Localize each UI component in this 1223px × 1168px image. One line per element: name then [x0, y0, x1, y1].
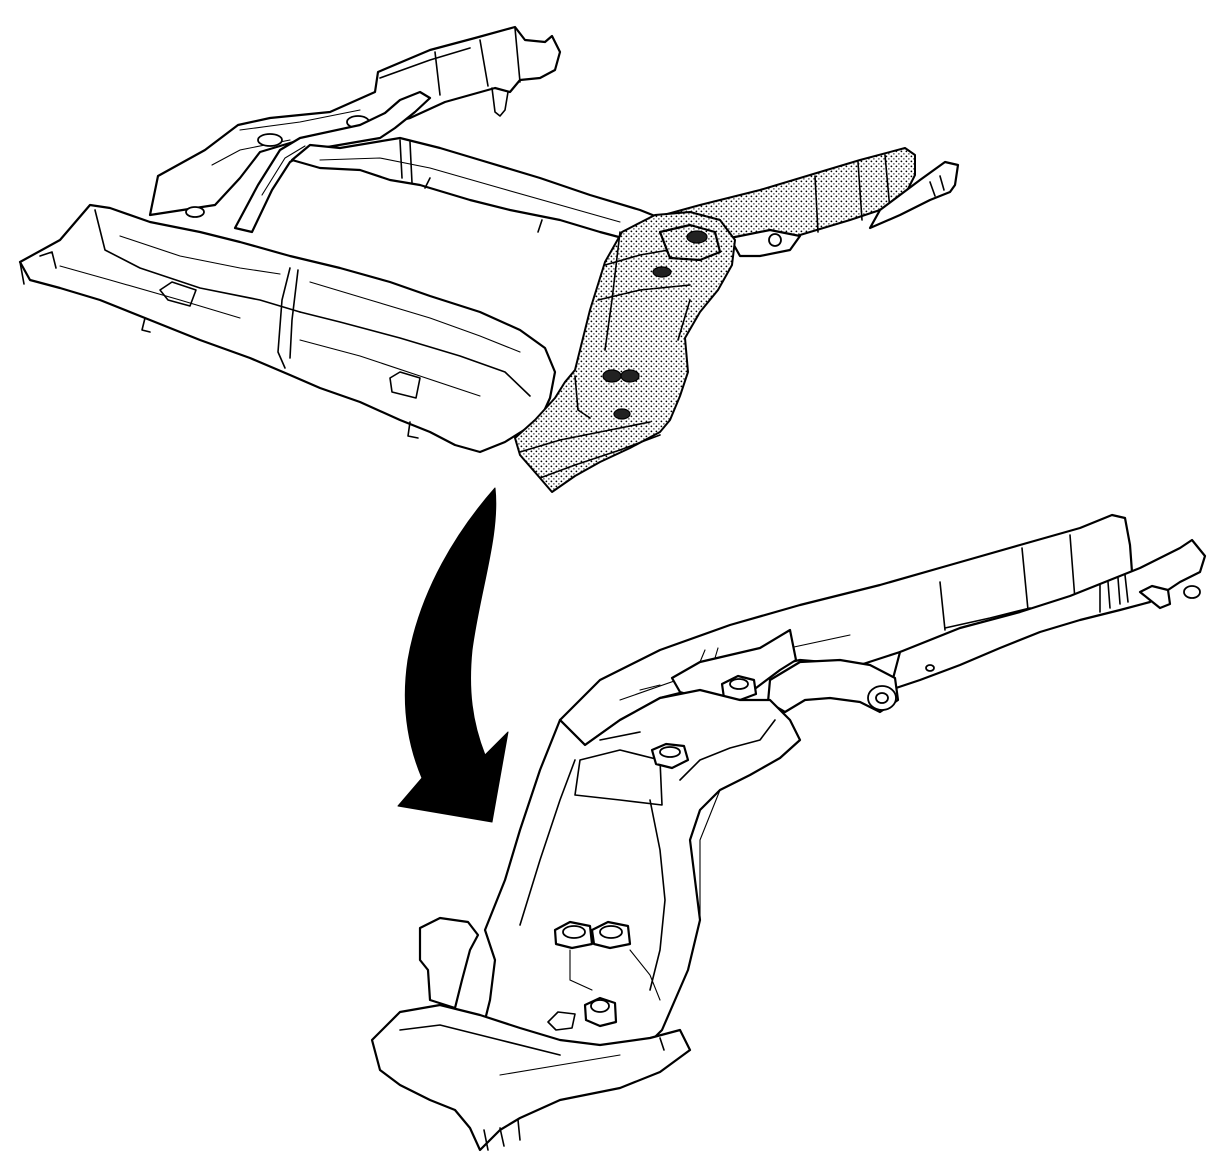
detail-lower-plate — [370, 916, 692, 1152]
curved-arrow-icon — [397, 487, 509, 823]
rear-crossmember — [290, 136, 662, 242]
detail-control-arm — [766, 658, 900, 714]
frame-section-detail-icon — [370, 513, 1207, 1152]
frame-assembly-icon — [18, 25, 960, 493]
detail-rail-extension — [888, 538, 1207, 692]
inner-rail — [233, 90, 432, 234]
near-side-rail — [18, 203, 557, 454]
right-rear-frame-section — [514, 211, 736, 493]
